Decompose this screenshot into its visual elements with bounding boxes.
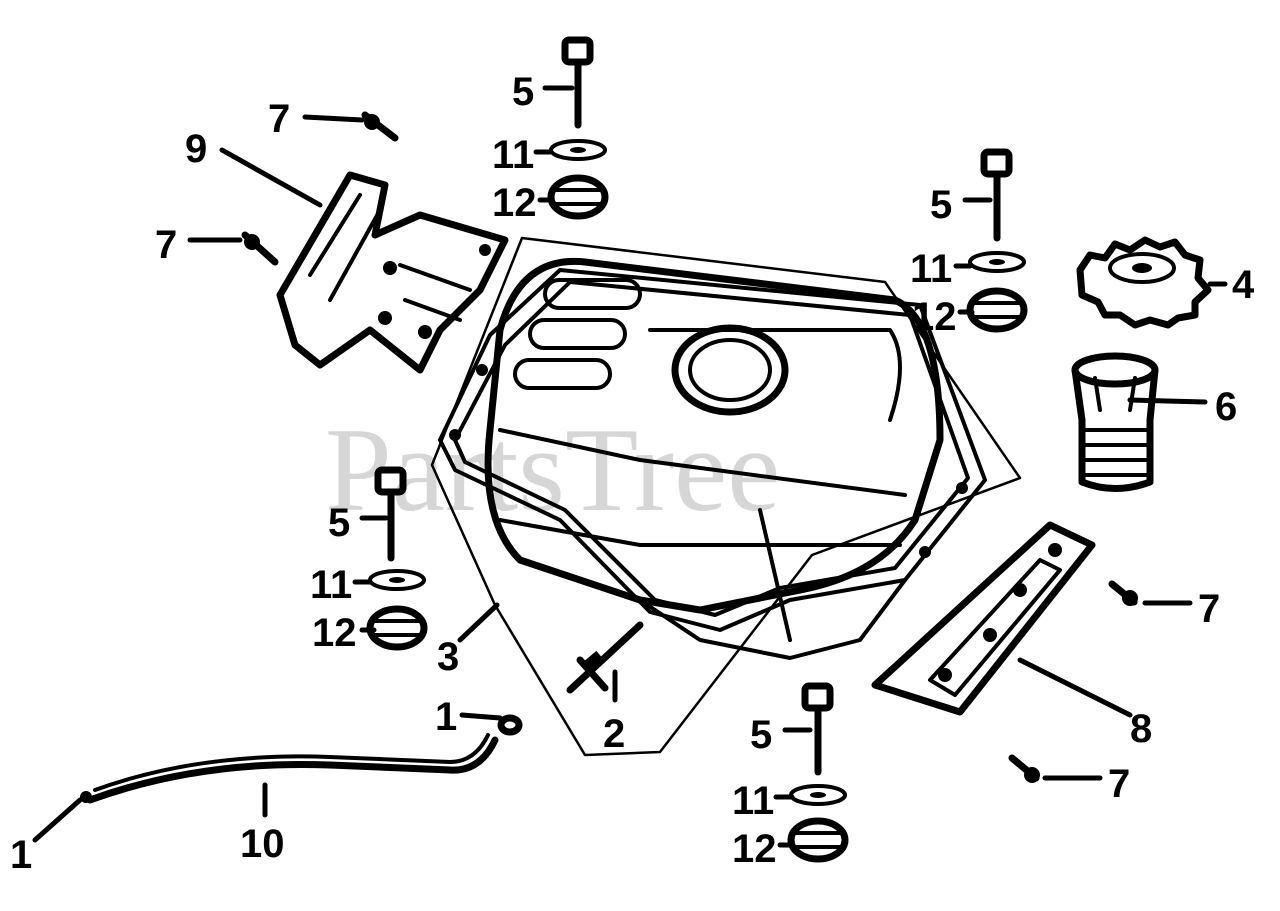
callout-1-clamp-upper: 1 <box>435 695 457 739</box>
callout-12-bottom: 12 <box>732 827 777 871</box>
callout-labels: 5 11 12 5 11 12 5 11 12 5 11 12 7 7 7 7 … <box>10 70 1255 877</box>
bolt-set-top <box>547 36 609 220</box>
fuel-strainer-part <box>1071 352 1159 492</box>
callout-9: 9 <box>185 127 207 171</box>
callout-4: 4 <box>1232 263 1255 307</box>
fuel-tank-part <box>430 236 1022 757</box>
bracket-part-9 <box>276 171 509 374</box>
callout-7-left: 7 <box>155 223 177 267</box>
callout-7-right: 7 <box>1198 587 1220 631</box>
callout-8: 8 <box>1130 707 1152 751</box>
callout-12-left: 12 <box>312 611 357 655</box>
callout-6: 6 <box>1215 385 1237 429</box>
callout-3: 3 <box>437 635 459 679</box>
callout-2: 2 <box>603 712 625 756</box>
bracket-part-8 <box>871 521 1096 716</box>
bolt-set-bottom <box>787 682 849 863</box>
fuel-cap-part <box>1076 236 1212 329</box>
callout-10: 10 <box>240 822 285 866</box>
callout-5-bottom: 5 <box>750 713 772 757</box>
bolt-set-right <box>966 148 1028 333</box>
callout-12-right: 12 <box>912 295 957 339</box>
callout-5-top: 5 <box>512 70 534 114</box>
fuel-tank-body <box>484 257 944 614</box>
callout-7-bottom-right: 7 <box>1108 762 1130 806</box>
callout-11-right: 11 <box>910 247 952 291</box>
callout-11-top: 11 <box>492 133 534 177</box>
screw-part-7 <box>241 111 1138 783</box>
callout-12-top: 12 <box>492 181 537 225</box>
callout-1-clamp-lower: 1 <box>10 833 32 877</box>
callout-7-top-left: 7 <box>268 97 290 141</box>
callout-5-left: 5 <box>328 501 350 545</box>
leader-lines <box>32 85 1228 848</box>
callout-5-right: 5 <box>930 183 952 227</box>
fuel-hose-part <box>80 714 523 804</box>
callout-11-left: 11 <box>310 563 352 607</box>
callout-11-bottom: 11 <box>732 779 774 823</box>
fuel-valve-part <box>566 621 644 694</box>
